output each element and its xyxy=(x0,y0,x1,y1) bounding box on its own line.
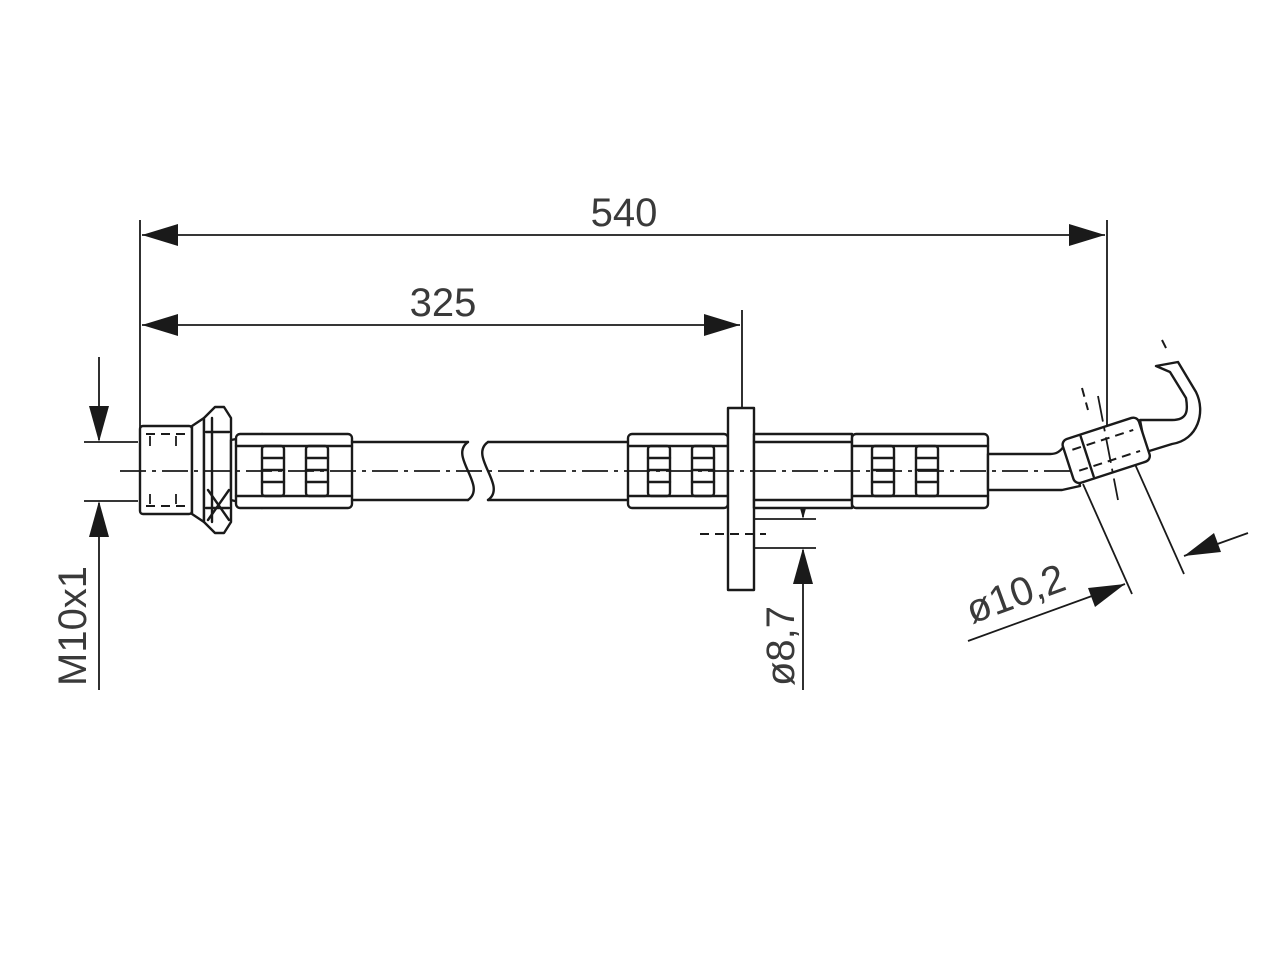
overall-length-label: 540 xyxy=(591,191,658,235)
threaded-end-fitting xyxy=(138,405,233,535)
dimension-thread: M10x1 xyxy=(51,357,138,690)
mounting-bracket xyxy=(726,406,756,592)
bracket-hole-label: ø8,7 xyxy=(759,606,803,686)
hose-segment-middle xyxy=(481,406,854,592)
fitting-axis xyxy=(1097,395,1119,501)
dimension-bracket-position: 325 xyxy=(142,281,743,544)
bent-tube-end-fitting xyxy=(1061,339,1202,485)
thread-label: M10x1 xyxy=(51,566,95,686)
dimension-overall-length: 540 xyxy=(139,191,1108,442)
fitting-diameter-label: ø10,2 xyxy=(960,556,1071,632)
bracket-position-label: 325 xyxy=(410,281,477,325)
